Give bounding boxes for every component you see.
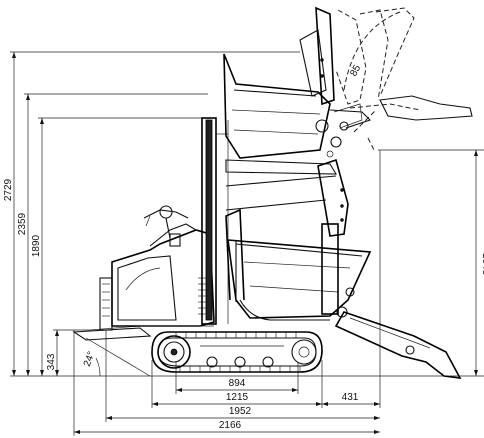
dimension-lines — [10, 51, 484, 436]
support-frame — [225, 6, 363, 315]
lifting-mast — [201, 117, 229, 325]
tipping-positions — [329, 7, 473, 151]
discharge-chute — [334, 311, 462, 379]
label-machine-length: 1952 — [229, 406, 252, 417]
label-skip-height: 1890 — [31, 234, 42, 257]
label-track-contact-length: 894 — [229, 378, 246, 389]
label-platform-height: 343 — [46, 353, 57, 370]
skip-lowered — [225, 208, 372, 321]
label-dump-reach: 431 — [342, 392, 359, 403]
skip-raised — [223, 53, 337, 175]
dimension-arrows — [12, 52, 478, 434]
label-overall-length: 2166 — [219, 420, 242, 431]
label-platform-angle: 24° — [82, 350, 98, 368]
track-undercarriage — [151, 331, 323, 373]
label-max-height: 2729 — [3, 178, 14, 201]
label-tip-angle: 85 — [348, 63, 363, 78]
engine-chassis — [111, 205, 215, 327]
label-operator-height: 2359 — [17, 212, 28, 235]
label-dump-height: 1648 — [480, 253, 484, 276]
dimension-labels: 894 1215 431 1952 2166 343 24° 1890 2359… — [3, 63, 484, 431]
label-track-length: 1215 — [226, 392, 249, 403]
